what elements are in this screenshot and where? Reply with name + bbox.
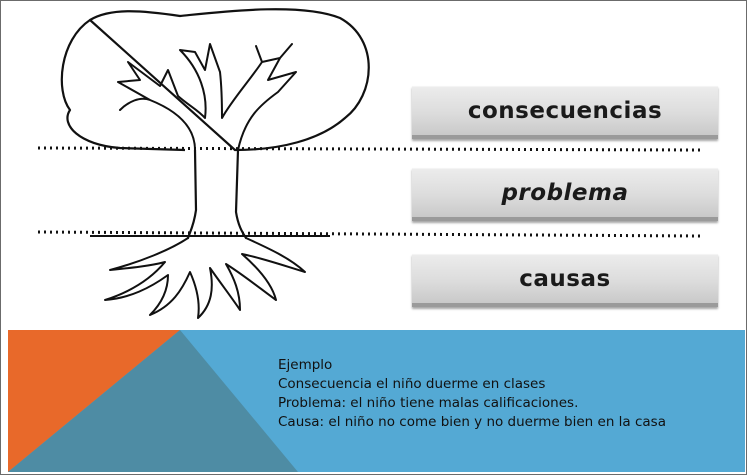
label-causas-text: causas	[519, 266, 611, 292]
tree-trunk	[186, 148, 248, 240]
example-causa: Causa: el niño no come bien y no duerme …	[278, 414, 666, 430]
divider-dotted-lower	[37, 230, 701, 238]
example-heading: Ejemplo	[278, 357, 333, 373]
tree-canopy-outline	[60, 8, 370, 152]
tree-roots	[104, 237, 306, 319]
divider-dotted-upper	[37, 146, 701, 152]
example-problema: Problema: el niño tiene malas calificaci…	[278, 395, 579, 411]
slate-triangle	[8, 330, 298, 472]
decorative-triangles	[8, 330, 298, 472]
example-consecuencia: Consecuencia el niño duerme en clases	[278, 376, 546, 392]
example-band: Ejemplo Consecuencia el niño duerme en c…	[8, 330, 745, 472]
diagram-area: consecuencias problema causas	[37, 8, 718, 319]
label-problema: problema	[412, 168, 718, 221]
label-consecuencias-text: consecuencias	[467, 98, 663, 124]
example-text-block: Ejemplo Consecuencia el niño duerme en c…	[278, 356, 666, 432]
label-consecuencias: consecuencias	[412, 86, 718, 139]
tree-branches	[117, 43, 297, 151]
problem-tree-drawing	[37, 8, 701, 319]
label-problema-text: problema	[501, 180, 629, 206]
label-causas: causas	[412, 254, 718, 307]
